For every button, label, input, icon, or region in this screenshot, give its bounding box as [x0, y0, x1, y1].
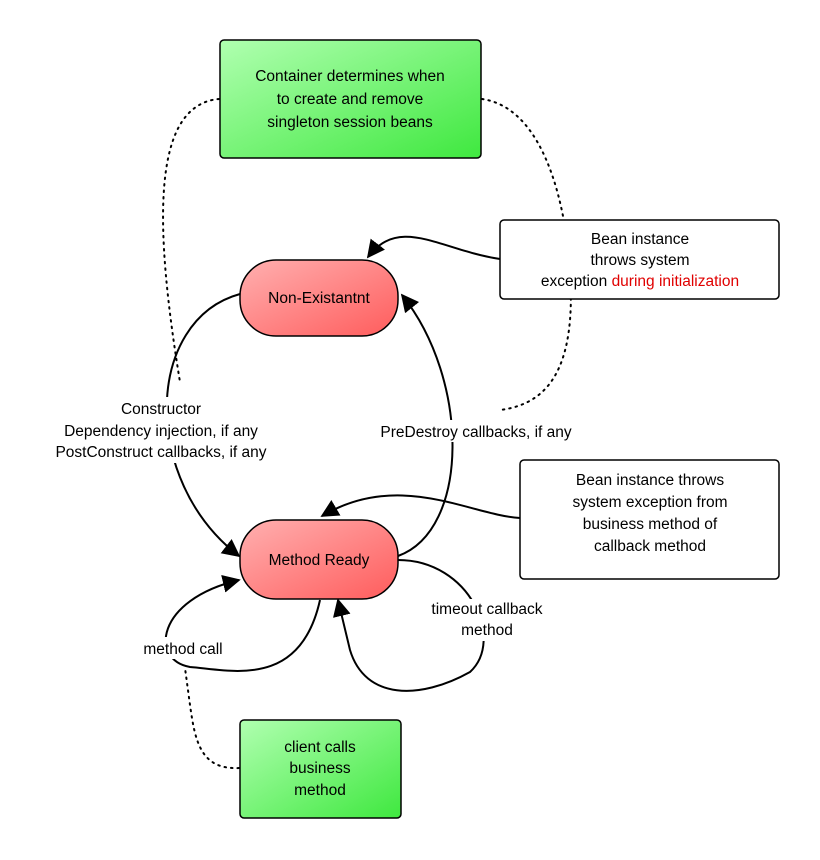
create-label-line-3: PostConstruct callbacks, if any	[55, 444, 266, 461]
destroy-label: PreDestroy callbacks, if any	[380, 424, 571, 441]
state-non-existent: Non-Existantnt	[239, 259, 399, 337]
container-note-left-connector	[162, 98, 220, 383]
container-note-line-3: singleton session beans	[267, 114, 433, 131]
destroy-transition-arrow	[397, 293, 454, 557]
business-exception-note: Bean instance throws system exception fr…	[519, 459, 780, 580]
method-call-label: method call	[143, 641, 222, 658]
state-non-existent-label: Non-Existantnt	[268, 290, 370, 307]
business-exception-arrow	[320, 494, 521, 519]
timeout-loop-arrow	[333, 559, 485, 692]
client-note-line-1: client calls	[284, 739, 356, 756]
business-exception-line-2: system exception from	[572, 494, 727, 511]
client-note-line-3: method	[294, 782, 346, 799]
business-exception-line-1: Bean instance throws	[576, 472, 724, 489]
init-exception-highlight: during initialization	[612, 273, 740, 290]
state-method-ready: Method Ready	[239, 519, 399, 600]
container-note: Container determines when to create and …	[219, 39, 482, 159]
init-exception-line-2: throws system	[590, 252, 689, 269]
init-exception-arrow	[366, 235, 501, 260]
create-label-line-1: Constructor	[121, 401, 201, 418]
client-note: client calls business method	[239, 719, 402, 819]
init-exception-line-3: exception during initialization	[541, 273, 739, 290]
init-exception-note: Bean instance throws system exception du…	[499, 219, 780, 300]
state-method-ready-label: Method Ready	[269, 552, 370, 569]
container-note-line-1: Container determines when	[255, 68, 445, 85]
business-exception-line-3: business method of	[583, 516, 718, 533]
client-note-connector	[184, 667, 240, 770]
business-exception-line-4: callback method	[594, 538, 706, 555]
method-call-loop-arrow	[164, 575, 321, 672]
create-label-line-2: Dependency injection, if any	[64, 423, 258, 440]
client-note-line-2: business	[289, 760, 350, 777]
timeout-label-line-1: timeout callback	[431, 601, 542, 618]
container-note-line-2: to create and remove	[277, 91, 423, 108]
timeout-label-line-2: method	[461, 622, 513, 639]
init-exception-line-1: Bean instance	[591, 231, 689, 248]
container-note-right-connector	[481, 98, 572, 411]
